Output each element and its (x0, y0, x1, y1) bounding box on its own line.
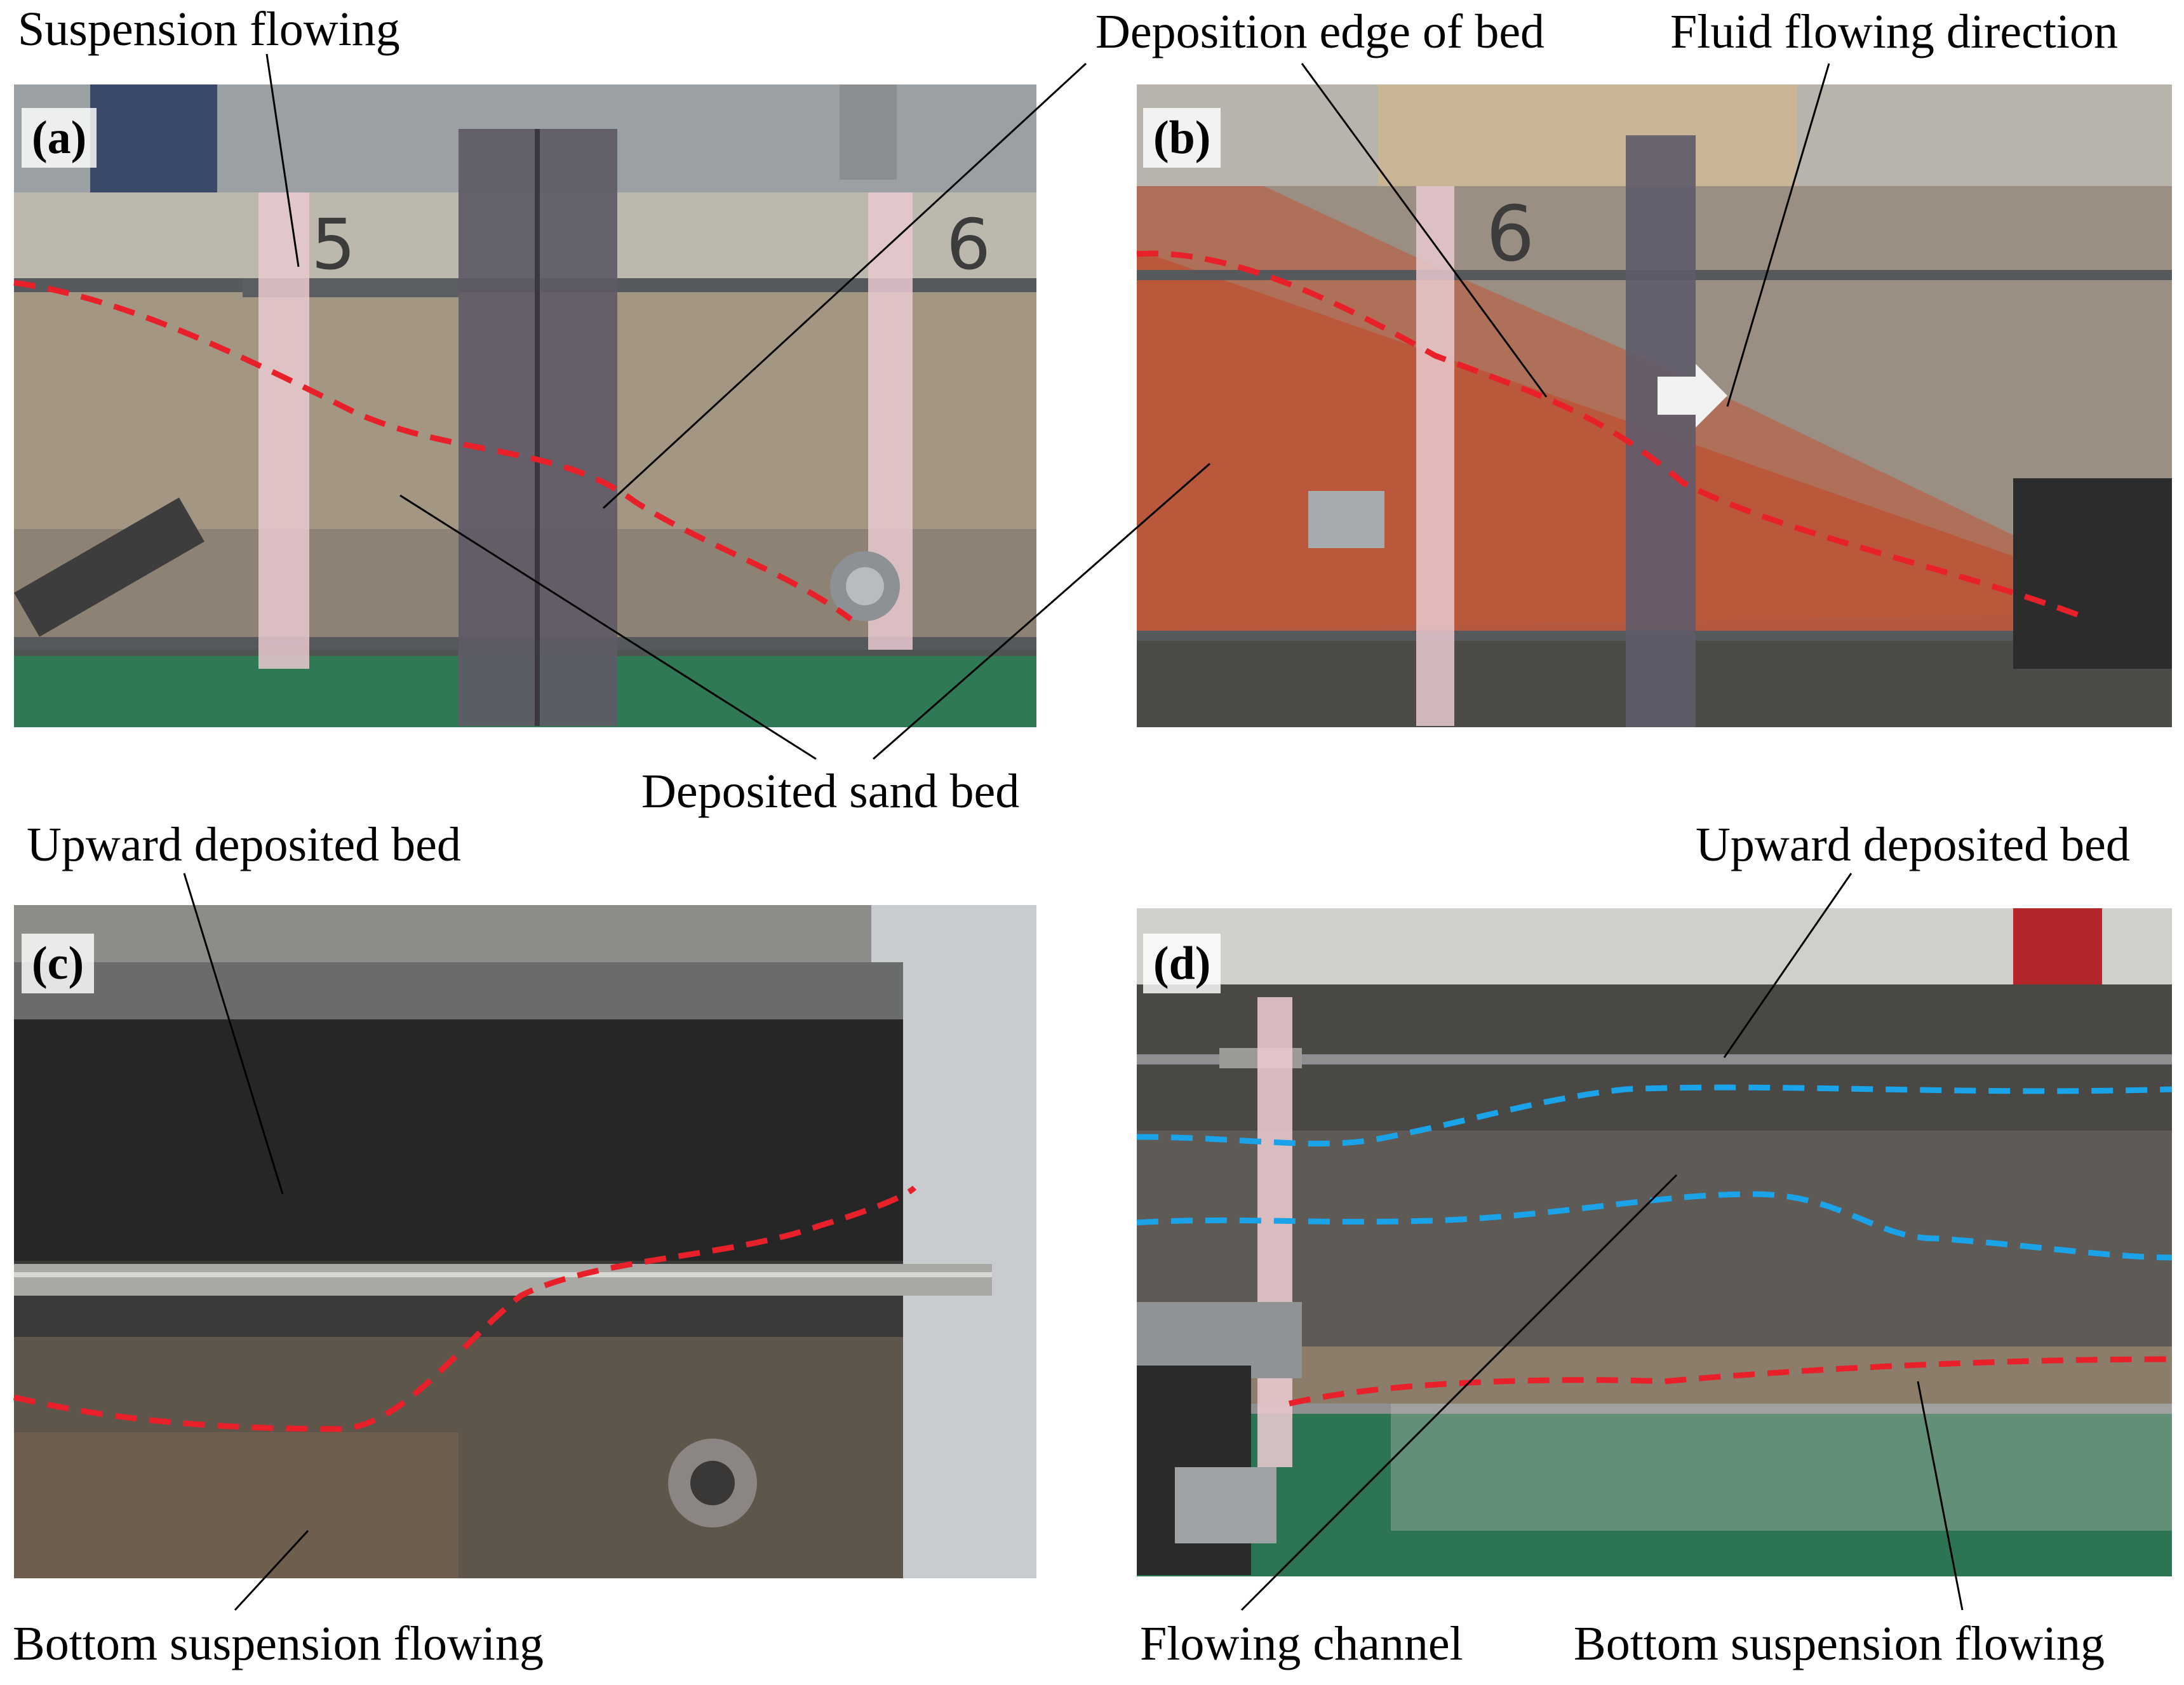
panel-label-a: (a) (22, 108, 97, 168)
panel-label-c: (c) (22, 934, 95, 993)
pipe-photo-d (1137, 908, 2172, 1576)
label-deposited-sand-bed: Deposited sand bed (641, 765, 1020, 818)
label-deposition-edge: Deposition edge of bed (1095, 5, 1545, 58)
pipe-photo-b (1137, 84, 2172, 727)
panel-label-d: (d) (1143, 934, 1221, 993)
panel-label-b: (b) (1143, 108, 1221, 168)
photo-panel-d (1137, 908, 2172, 1576)
label-fluid-direction: Fluid flowing direction (1670, 5, 2119, 58)
photo-panel-b (1137, 84, 2172, 727)
photo-panel-a (14, 84, 1036, 727)
pipe-photo-a (14, 84, 1036, 727)
pipe-marking-b: 6 (1486, 191, 1535, 279)
label-bottom-suspension-d: Bottom suspension flowing (1574, 1617, 2105, 1670)
label-upward-bed-c: Upward deposited bed (27, 818, 461, 871)
pipe-marking-a-left: 5 (311, 204, 356, 285)
label-suspension-flowing: Suspension flowing (18, 3, 400, 56)
label-flowing-channel: Flowing channel (1140, 1617, 1463, 1670)
label-upward-bed-d: Upward deposited bed (1696, 818, 2130, 871)
pipe-photo-c (14, 905, 1036, 1578)
label-bottom-suspension-c: Bottom suspension flowing (13, 1617, 544, 1670)
photo-panel-c (14, 905, 1036, 1578)
pipe-marking-a-right: 6 (946, 204, 991, 285)
